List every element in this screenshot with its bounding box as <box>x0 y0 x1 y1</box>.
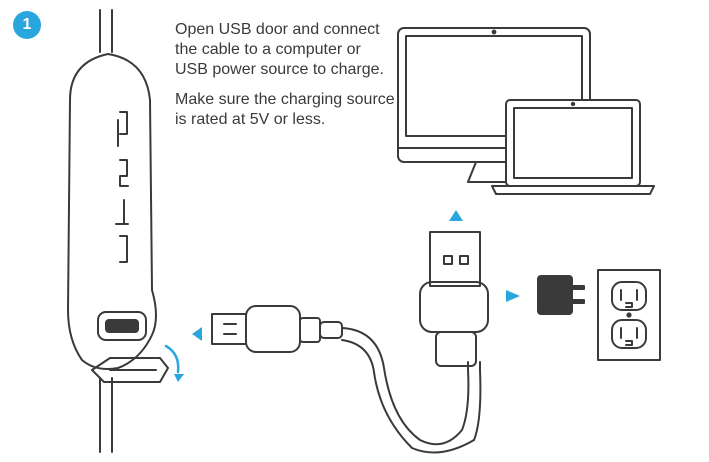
step-number-badge: 1 <box>13 11 41 39</box>
instruction-paragraph-1: Open USB door and connect the cable to a… <box>175 21 384 78</box>
wall-outlet-icon <box>597 269 661 361</box>
instruction-text-block: Open USB door and connect the cable to a… <box>175 20 395 130</box>
usb-door-icon <box>91 311 169 383</box>
wall-adapter-icon <box>537 275 585 315</box>
arrow-right-icon <box>506 290 520 302</box>
rotate-arrowhead-icon <box>174 374 184 382</box>
laptop-icon <box>491 99 655 195</box>
earbud-remote-icon <box>67 9 157 453</box>
arrow-up-icon <box>449 210 463 221</box>
usb-a-plug-icon <box>419 231 489 367</box>
rotate-arrow-icon <box>164 344 180 374</box>
micro-usb-plug-icon <box>211 305 482 454</box>
instruction-paragraph-2: Make sure the charging source is rated a… <box>175 91 395 128</box>
arrow-left-icon <box>192 327 202 341</box>
